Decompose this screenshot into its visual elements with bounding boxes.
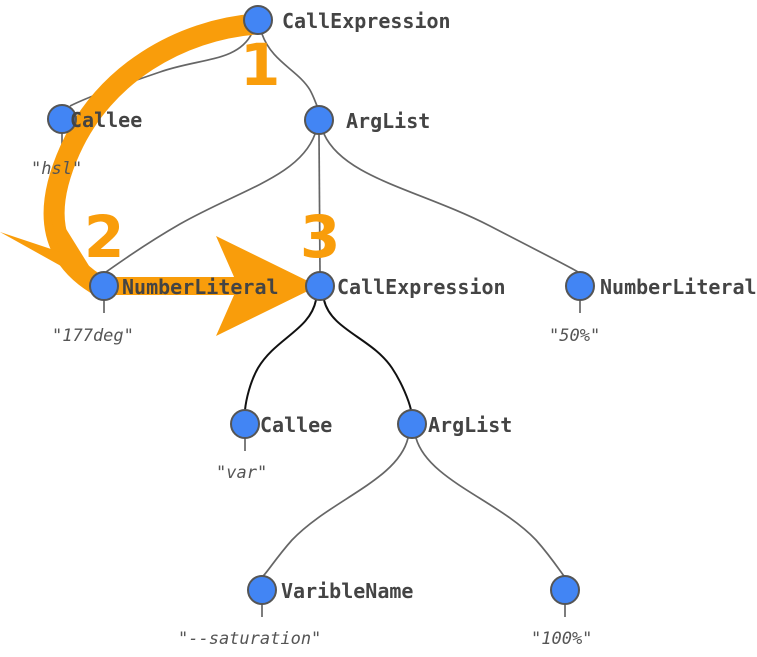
node-call2[interactable] xyxy=(305,271,335,301)
node-value-varname: "--saturation" xyxy=(178,629,322,649)
step-number-2: 2 xyxy=(84,203,125,271)
node-value-pct100: "100%" xyxy=(531,629,593,649)
node-value-pct50: "50%" xyxy=(549,326,601,346)
node-angle[interactable] xyxy=(89,271,119,301)
node-callee2[interactable] xyxy=(230,409,260,439)
node-label-arglist1: ArgList xyxy=(346,109,431,133)
edge-call2-arglist2 xyxy=(323,299,412,411)
node-label-callee1: Callee xyxy=(70,108,143,132)
node-label-varname: VaribleName xyxy=(281,579,414,603)
node-root[interactable] xyxy=(243,5,273,35)
straight-annotation-arrow-head xyxy=(216,236,318,336)
tree-nodes xyxy=(47,5,595,605)
annotation-arrows xyxy=(0,13,318,336)
node-label-arglist2: ArgList xyxy=(428,413,513,437)
step-number-3: 3 xyxy=(300,203,341,271)
node-label-angle: NumberLiteral xyxy=(122,275,279,299)
node-value-callee1: "hsl" xyxy=(31,159,83,179)
edge-arglist1-angle xyxy=(105,133,316,273)
edge-arglist1-pct50 xyxy=(323,133,579,273)
node-value-angle: "177deg" xyxy=(52,326,134,346)
node-label-pct50: NumberLiteral xyxy=(600,275,757,299)
step-number-1: 1 xyxy=(240,31,281,99)
tree-edges xyxy=(61,32,581,617)
curved-annotation-arrow-head xyxy=(0,195,104,290)
node-label-call2: CallExpression xyxy=(337,275,506,299)
edge-arglist1-call2 xyxy=(318,133,321,273)
edge-arglist2-varname xyxy=(262,437,409,577)
node-arglist2[interactable] xyxy=(397,409,427,439)
node-value-callee2: "var" xyxy=(216,463,268,483)
edge-call2-callee2 xyxy=(244,299,317,411)
edge-arglist2-pct100 xyxy=(415,437,565,577)
edge-root-arglist1 xyxy=(261,33,319,108)
node-varname[interactable] xyxy=(247,575,277,605)
node-pct50[interactable] xyxy=(565,271,595,301)
node-label-callee2: Callee xyxy=(260,413,333,437)
node-arglist1[interactable] xyxy=(304,105,334,135)
node-callee1[interactable] xyxy=(47,104,77,134)
node-label-root: CallExpression xyxy=(282,9,451,33)
node-pct100[interactable] xyxy=(550,575,580,605)
